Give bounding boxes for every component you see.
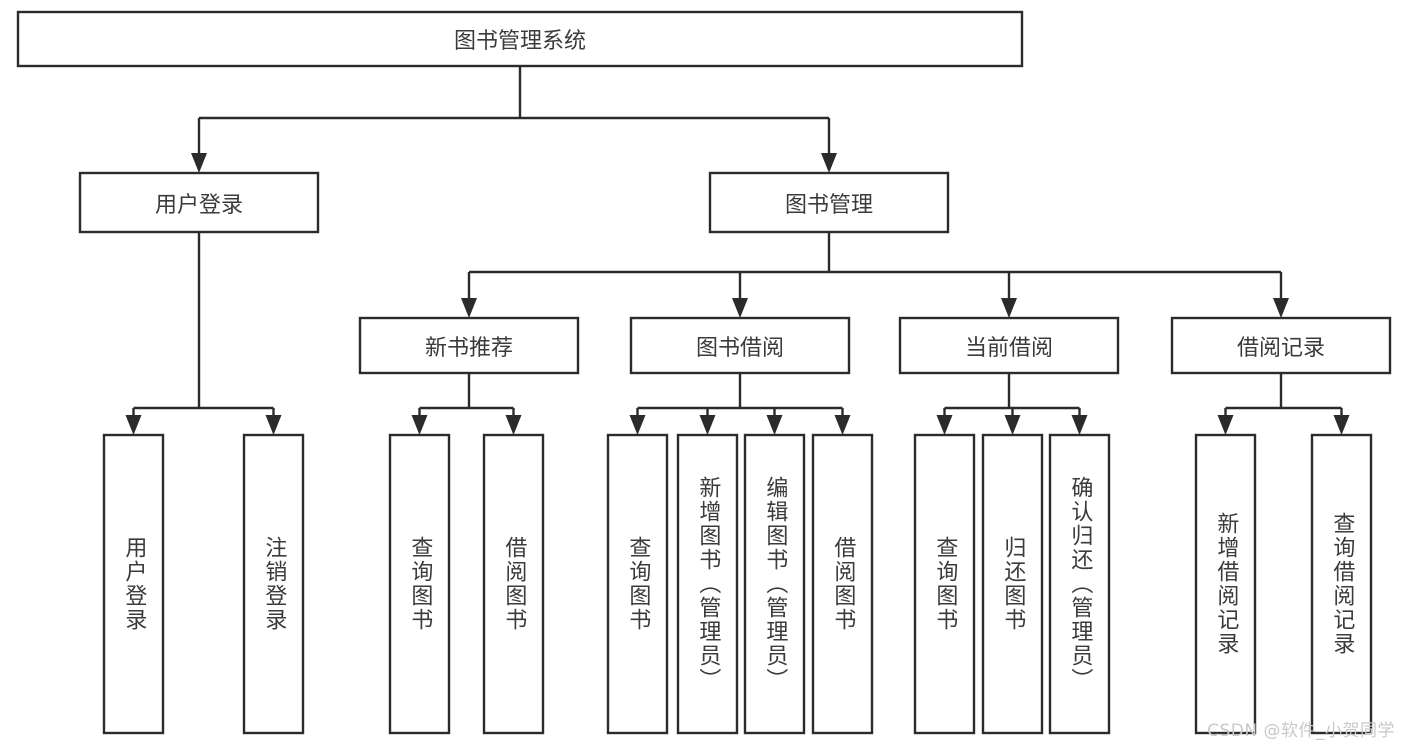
node-leaf-注销登录[interactable] bbox=[242, 433, 305, 735]
node-leaf-新增图书（管理员）[interactable] bbox=[676, 433, 739, 735]
node-leaf-借阅图书[interactable] bbox=[811, 433, 874, 735]
arrow-head-icon bbox=[766, 415, 783, 435]
node-leaf-查询图书[interactable] bbox=[606, 433, 669, 735]
arrow-head-icon bbox=[1001, 298, 1017, 318]
node-leaf-查询图书[interactable] bbox=[913, 433, 976, 735]
arrow-head-icon bbox=[191, 153, 207, 173]
node-l3-当前借阅[interactable] bbox=[898, 316, 1120, 375]
node-leaf-查询图书[interactable] bbox=[388, 433, 451, 735]
node-leaf-确认归还（管理员）[interactable] bbox=[1048, 433, 1111, 735]
node-l3-新书推荐[interactable] bbox=[358, 316, 580, 375]
arrow-head-icon bbox=[936, 415, 953, 435]
arrow-head-icon bbox=[1004, 415, 1021, 435]
node-root-图书管理系统[interactable] bbox=[16, 10, 1024, 68]
node-leaf-查询借阅记录[interactable] bbox=[1310, 433, 1373, 735]
nodes-layer bbox=[16, 10, 1392, 735]
arrow-head-icon bbox=[125, 415, 142, 435]
arrow-head-icon bbox=[834, 415, 851, 435]
arrow-head-icon bbox=[629, 415, 646, 435]
node-l2-用户登录[interactable] bbox=[78, 171, 320, 234]
node-leaf-用户登录[interactable] bbox=[102, 433, 165, 735]
arrow-head-icon bbox=[505, 415, 522, 435]
node-leaf-新增借阅记录[interactable] bbox=[1194, 433, 1257, 735]
arrow-head-icon bbox=[732, 298, 748, 318]
node-l3-借阅记录[interactable] bbox=[1170, 316, 1392, 375]
node-leaf-借阅图书[interactable] bbox=[482, 433, 545, 735]
arrow-head-icon bbox=[265, 415, 282, 435]
arrow-head-icon bbox=[821, 153, 837, 173]
node-leaf-编辑图书（管理员）[interactable] bbox=[743, 433, 806, 735]
arrow-head-icon bbox=[699, 415, 716, 435]
arrow-head-icon bbox=[461, 298, 477, 318]
node-l2-图书管理[interactable] bbox=[708, 171, 950, 234]
arrow-head-icon bbox=[411, 415, 428, 435]
arrow-head-icon bbox=[1217, 415, 1234, 435]
node-leaf-归还图书[interactable] bbox=[981, 433, 1044, 735]
arrow-head-icon bbox=[1333, 415, 1350, 435]
arrow-head-icon bbox=[1273, 298, 1289, 318]
arrow-head-icon bbox=[1071, 415, 1088, 435]
connectors-layer bbox=[125, 66, 1350, 435]
node-l3-图书借阅[interactable] bbox=[629, 316, 851, 375]
